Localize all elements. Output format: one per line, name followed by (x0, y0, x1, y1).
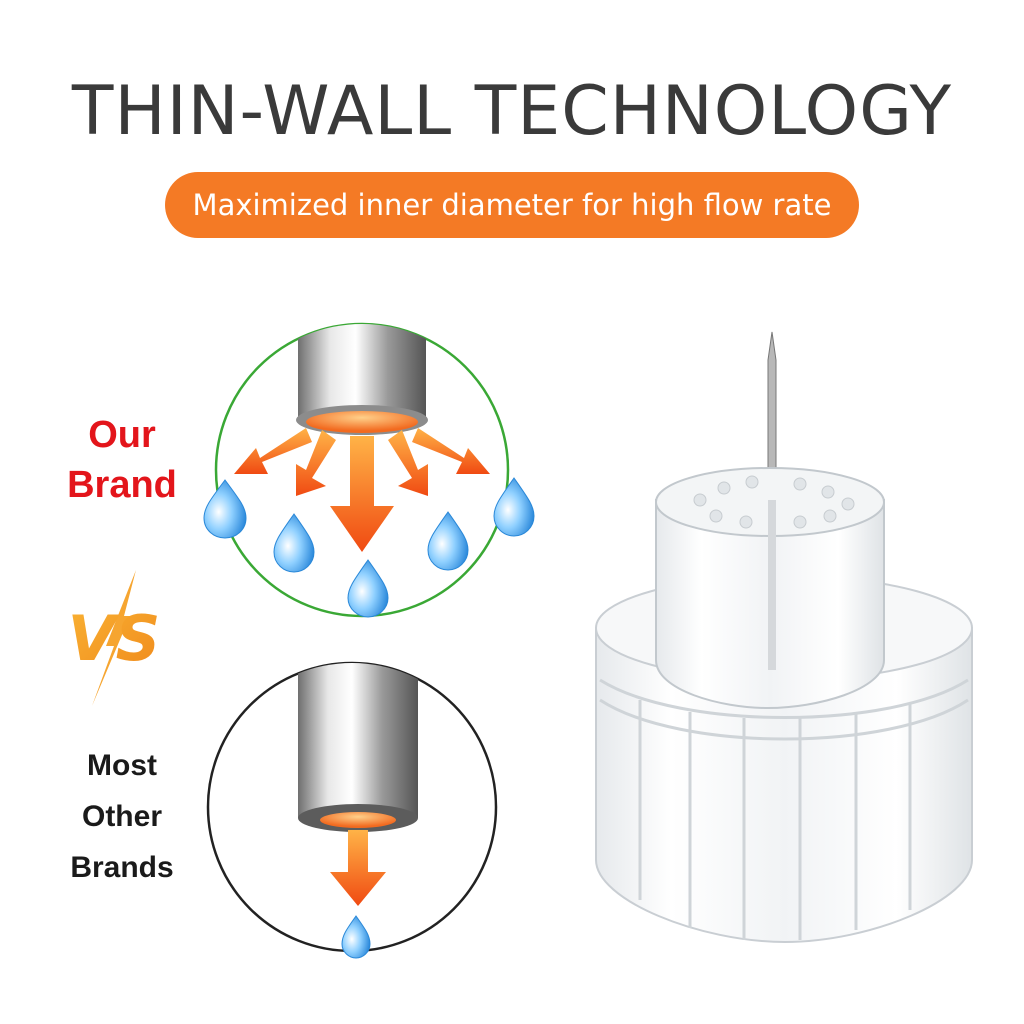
other-brands-label-line2: Other (81, 800, 162, 833)
vs-icon: VS (68, 570, 161, 706)
water-drop-icon (341, 915, 371, 959)
water-drop-icon (427, 511, 469, 571)
pen-needle-product-image (595, 331, 973, 944)
tube-opening (320, 812, 396, 828)
other-brands-label: Most Other Brands (52, 740, 192, 893)
needle-tube-icon (298, 324, 426, 420)
other-brands-label-line3: Brands (70, 851, 174, 884)
our-brand-label-line1: Our (88, 414, 156, 456)
vs-text: VS (68, 602, 161, 675)
water-drop-icon (493, 477, 535, 537)
arrow-down-icon (330, 830, 386, 906)
arrow-far-right-icon (412, 428, 490, 474)
water-drop-icon (347, 559, 389, 618)
water-drop-icon (203, 479, 247, 539)
arrow-far-left-icon (234, 428, 312, 474)
arrow-down-icon (330, 436, 394, 552)
our-brand-label: Our Brand (52, 410, 192, 510)
lightning-bolt-icon (92, 570, 136, 706)
needle-tube-icon (298, 663, 418, 818)
tube-opening (306, 411, 418, 433)
arrow-right-icon (388, 430, 428, 496)
arrow-left-icon (296, 430, 336, 496)
page-title: THIN-WALL TECHNOLOGY (71, 72, 953, 151)
water-drop-icon (273, 513, 315, 573)
needle-shaft-inside (768, 500, 776, 670)
subtitle-badge: Maximized inner diameter for high flow r… (165, 172, 859, 238)
our-brand-label-line2: Brand (67, 464, 177, 506)
our-brand-diagram (203, 322, 535, 618)
other-brands-label-line1: Most (87, 749, 157, 782)
other-brands-diagram (206, 661, 498, 959)
